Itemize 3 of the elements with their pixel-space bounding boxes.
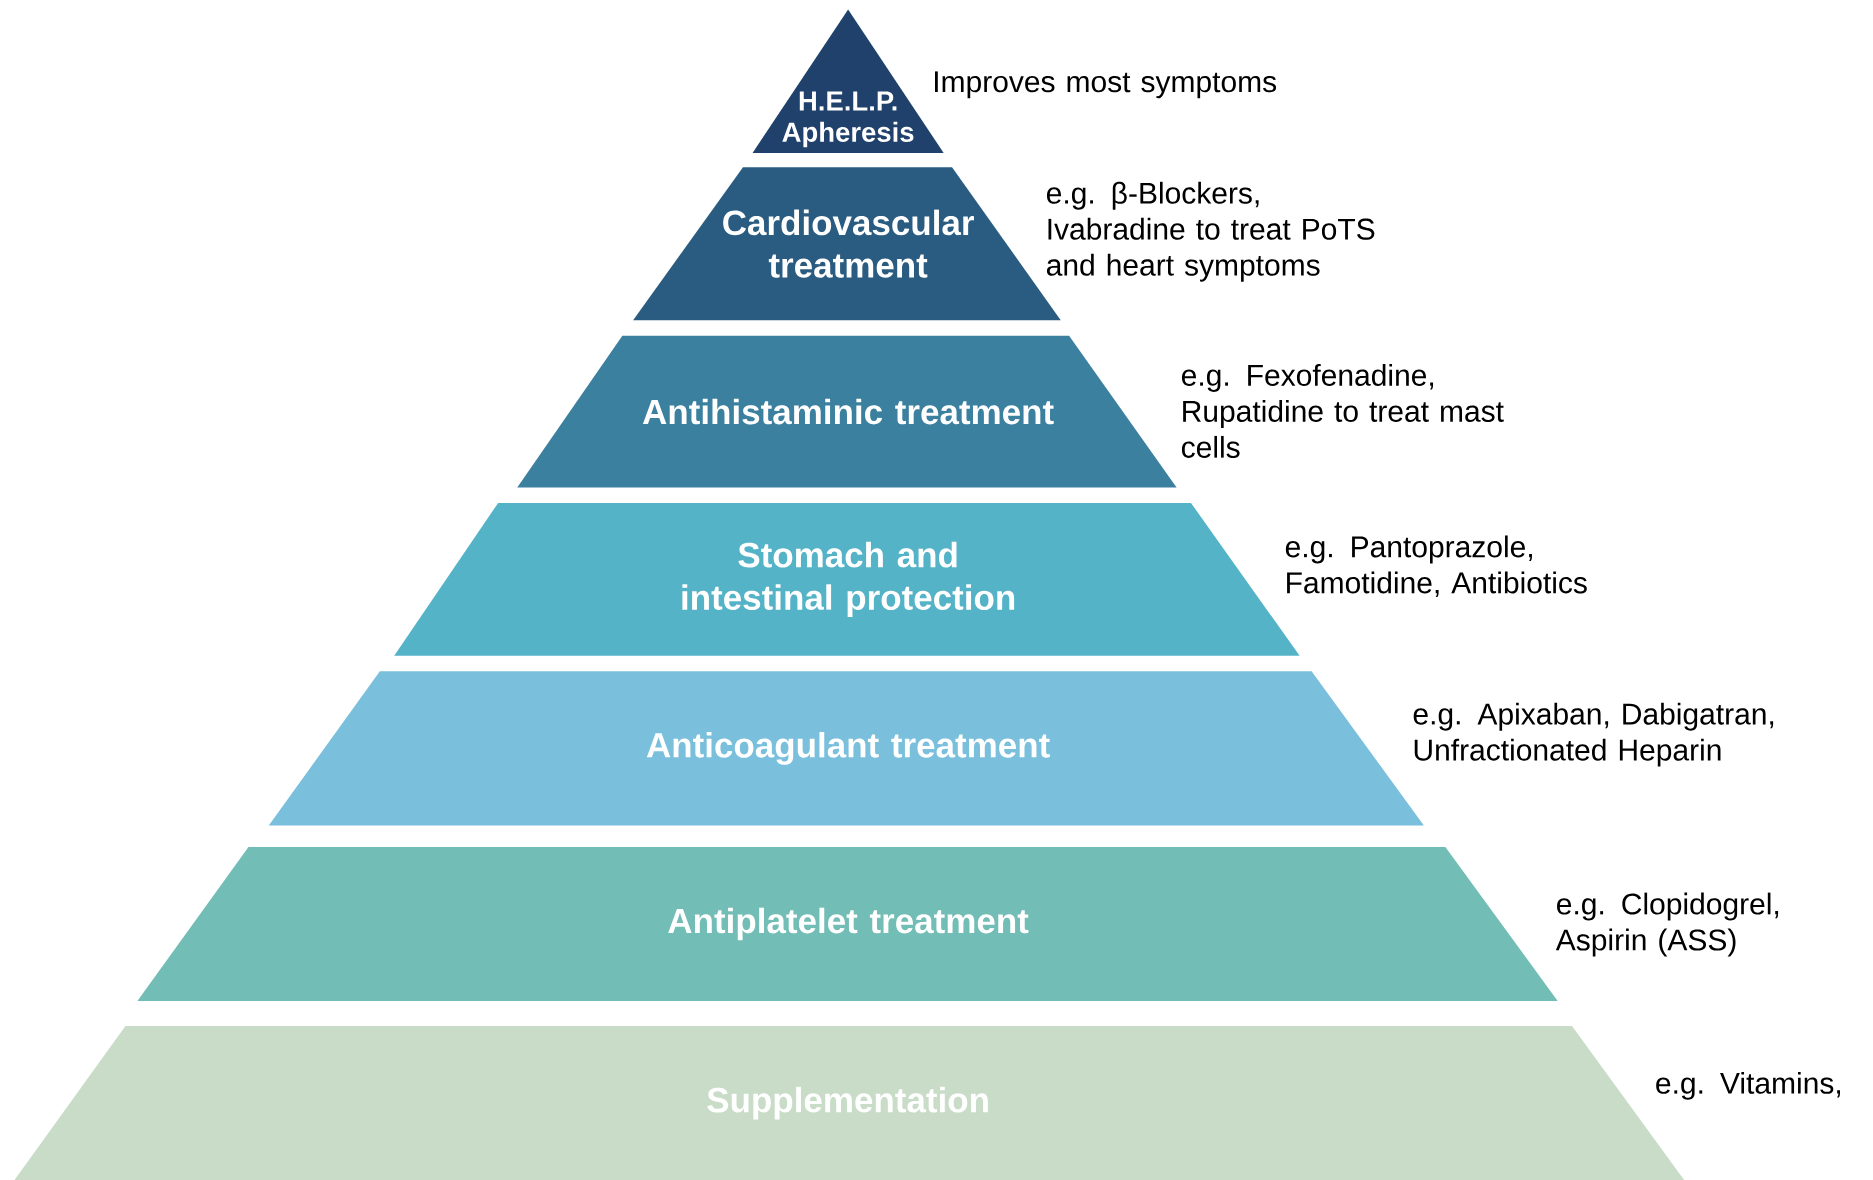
description-text: e.g. Fexofenadine, Rupatidine to treat mast cells [1181,363,1504,458]
description-text: e.g. Clopidogrel, Aspirin (ASS) [1555,892,1779,957]
pyramid-layer: Antihistaminic treatment [517,335,1177,488]
